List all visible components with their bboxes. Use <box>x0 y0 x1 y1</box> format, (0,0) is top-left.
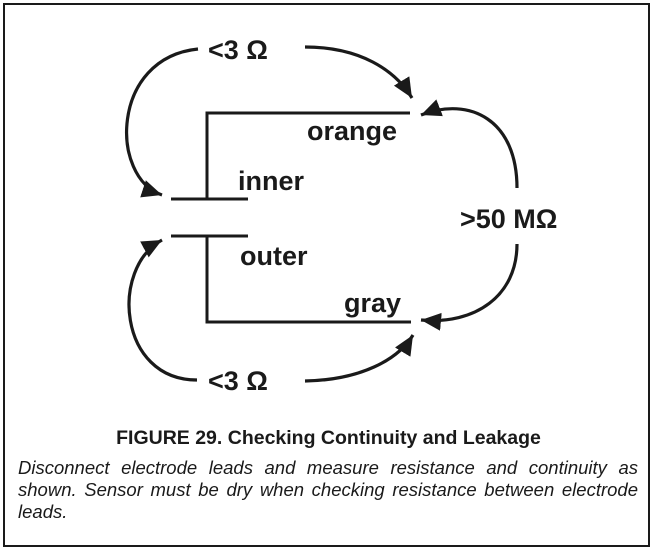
figure-caption: Disconnect electrode leads and measure r… <box>18 457 638 522</box>
figure-title: FIGURE 29. Checking Continuity and Leaka… <box>116 427 541 449</box>
top-continuity-arrow-left <box>125 47 199 198</box>
bottom-continuity-arrow-right <box>304 334 415 383</box>
bottom-continuity-arrow-left <box>127 238 198 382</box>
leakage-resistance-label: >50 MΩ <box>460 204 557 234</box>
orange-lead-wire <box>205 111 410 198</box>
top-resistance-label: <3 Ω <box>208 35 268 65</box>
leakage-arrow-lower <box>420 243 519 331</box>
outer-label: outer <box>240 241 308 271</box>
gray-label: gray <box>344 288 401 318</box>
top-continuity-arrow-right <box>304 45 414 99</box>
continuity-diagram: <3 Ω orange inner >50 MΩ outer gray <3 Ω <box>125 35 557 396</box>
gray-lead-wire <box>205 237 411 324</box>
figure-frame <box>3 3 650 547</box>
leakage-arrow-upper <box>420 99 519 189</box>
orange-label: orange <box>307 116 397 146</box>
bottom-resistance-label: <3 Ω <box>208 366 268 396</box>
inner-label: inner <box>238 166 305 196</box>
